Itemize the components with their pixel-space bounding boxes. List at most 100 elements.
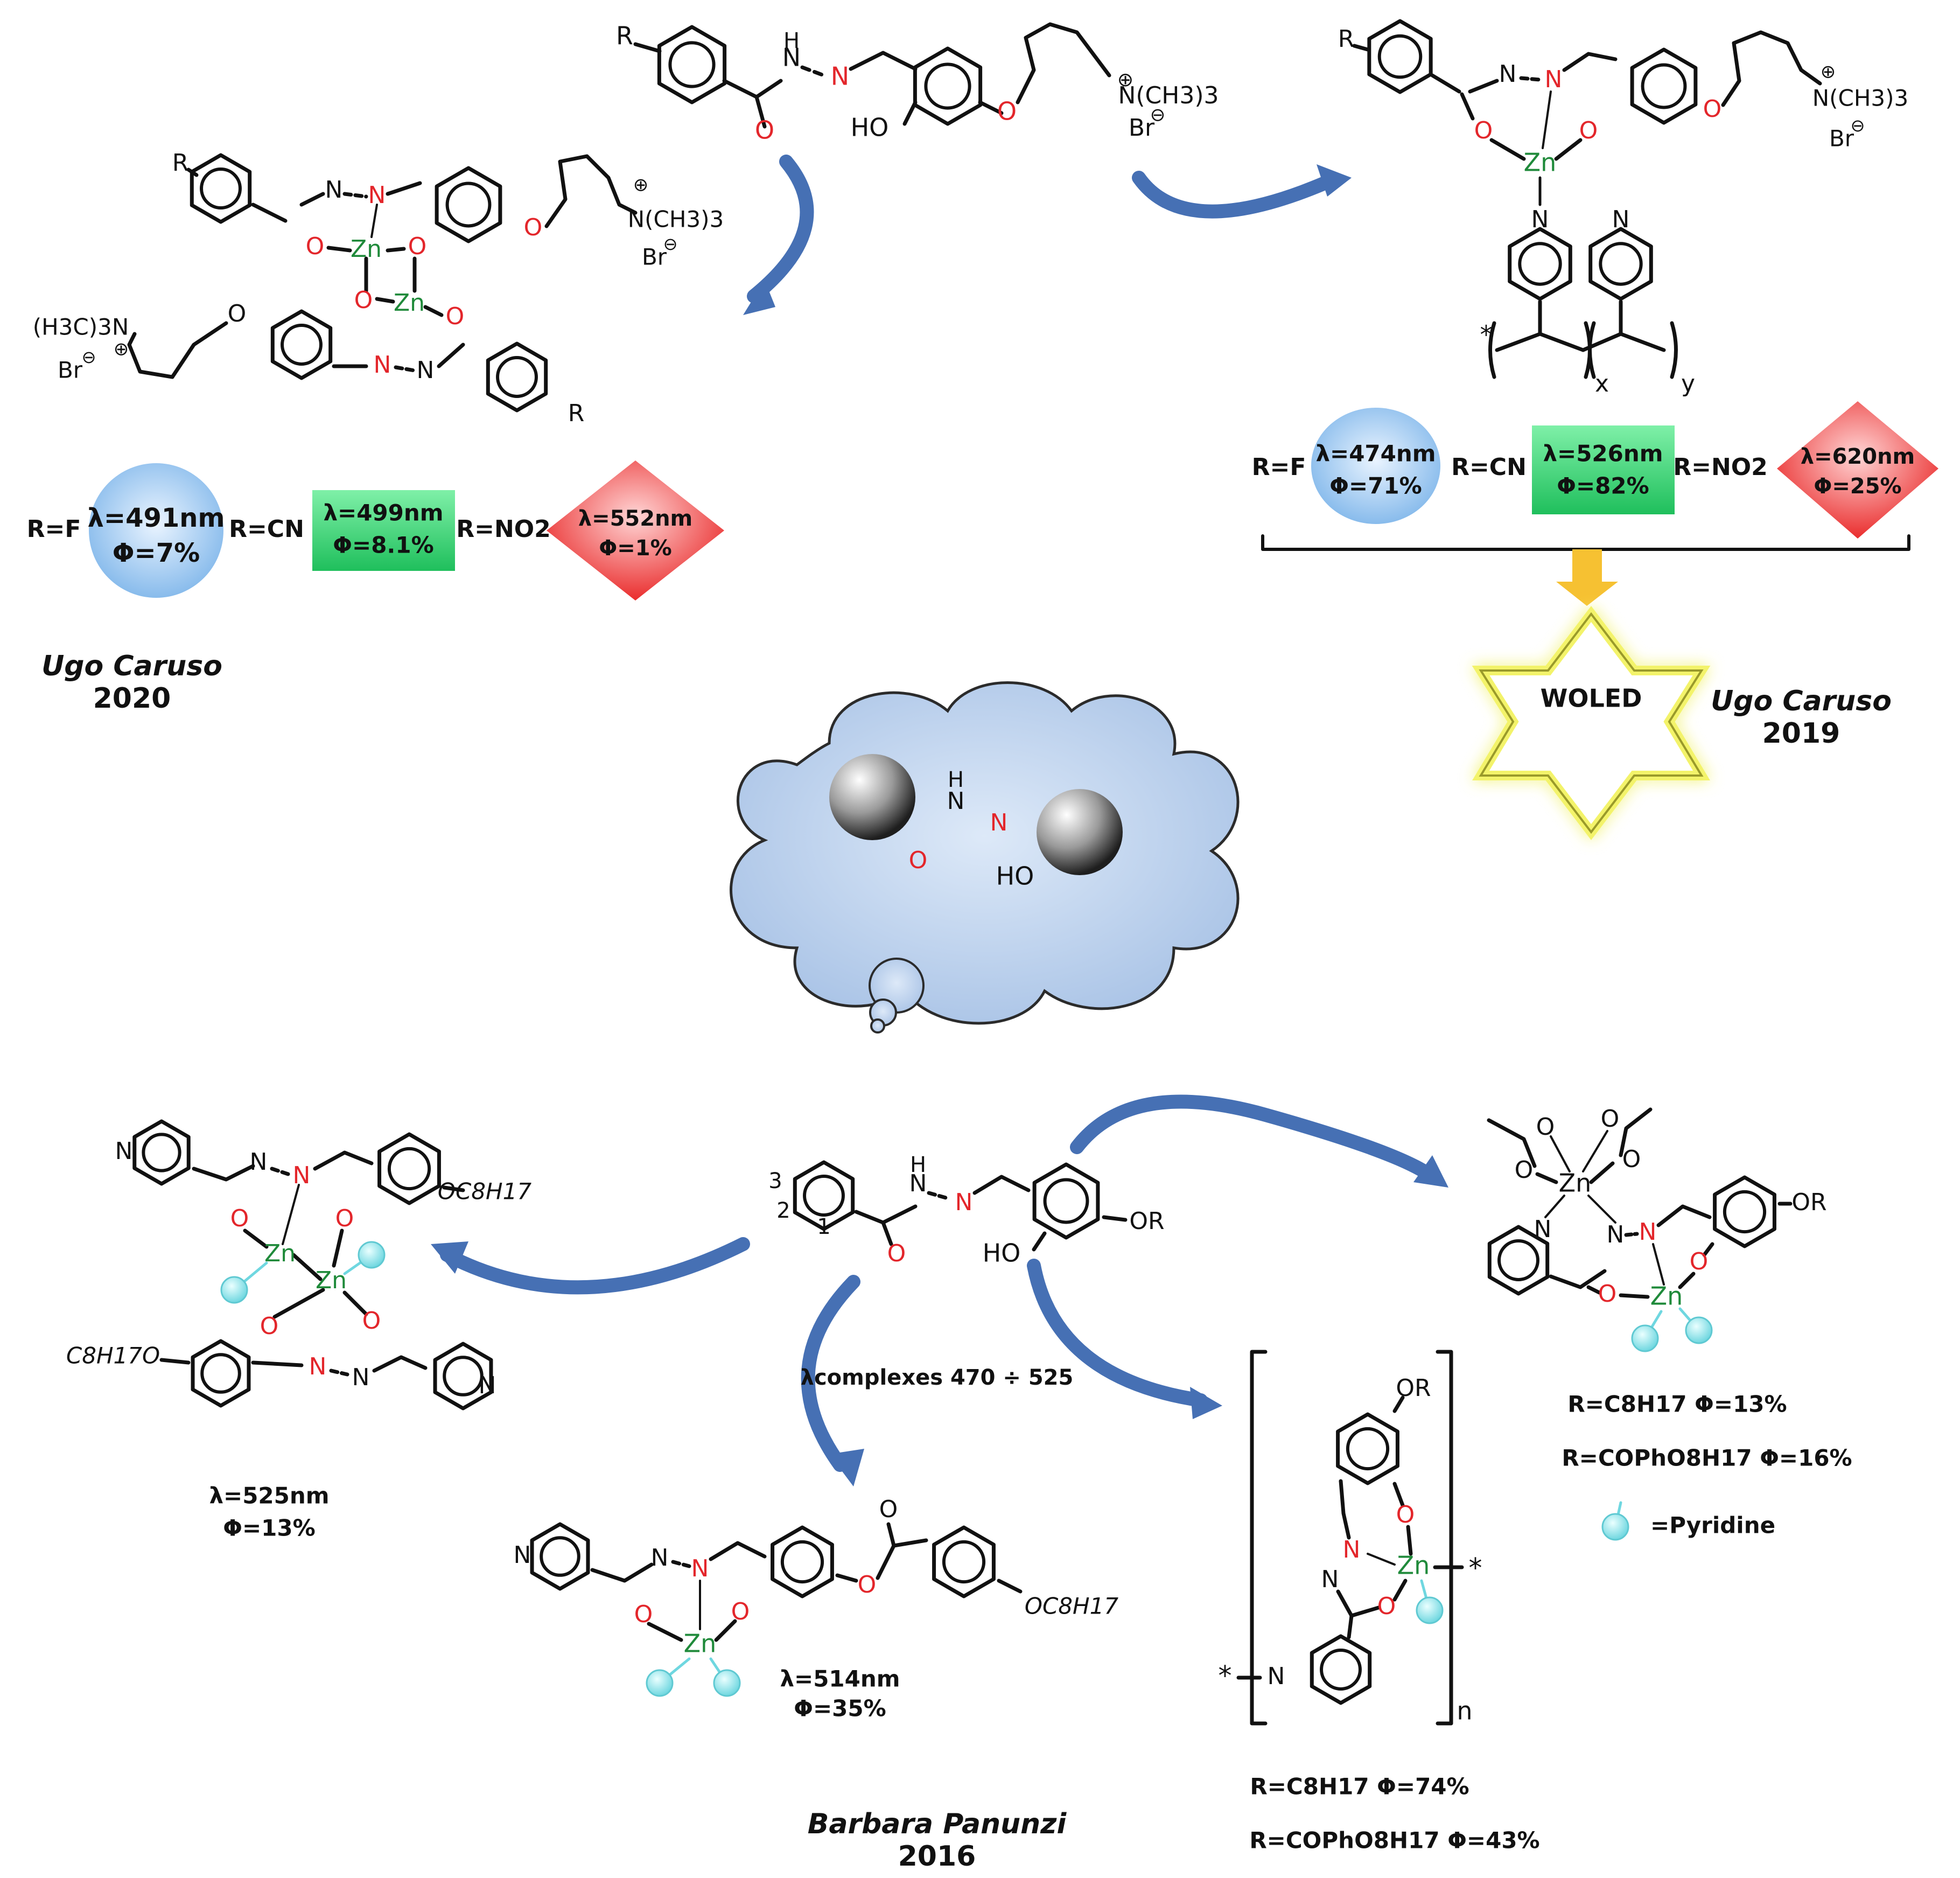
- bond: [1367, 1553, 1396, 1566]
- aromatic-circle: [1346, 1427, 1390, 1471]
- arrow-to-acetate-head: [1413, 1155, 1448, 1188]
- arrow-to-polymer: [1132, 171, 1332, 219]
- label: O: [446, 303, 465, 330]
- label: O: [260, 1312, 279, 1340]
- bond-chain: [192, 1164, 255, 1182]
- label: Br: [642, 244, 667, 270]
- bond: [342, 1290, 368, 1316]
- bond-chain: [1495, 332, 1585, 352]
- label: O: [1515, 1156, 1534, 1184]
- label: N: [374, 351, 391, 379]
- bond: [1586, 1285, 1601, 1295]
- bond-chain: [1549, 1269, 1607, 1289]
- label: N: [831, 62, 849, 91]
- bond: [332, 1228, 344, 1268]
- aromatic-circle: [200, 167, 242, 210]
- lambda-left: λ=525nm: [209, 1483, 329, 1509]
- bond-chain: [127, 321, 228, 379]
- badge-f-2019: [1311, 408, 1440, 524]
- label: N: [1607, 1221, 1625, 1248]
- woled-star-outline: [1479, 612, 1704, 834]
- label: O: [1377, 1593, 1396, 1620]
- arrow-to-chain: [1027, 1259, 1208, 1407]
- label: N: [1268, 1663, 1285, 1690]
- label: O: [1690, 1248, 1709, 1275]
- bond-chain: [1339, 1479, 1351, 1540]
- label: N: [1343, 1536, 1361, 1563]
- label: H: [783, 29, 800, 53]
- lambda-cn-2020: λ=499nm: [323, 500, 443, 526]
- phi-f-2020: Φ=7%: [113, 538, 200, 568]
- label: Zn: [264, 1240, 296, 1267]
- pyridine-legend: =Pyridine: [1650, 1512, 1775, 1539]
- lambda-f-2020: λ=491nm: [88, 503, 225, 533]
- label: N: [1531, 206, 1549, 233]
- arrow-to-left-dimer: [440, 1237, 750, 1295]
- aromatic-circle: [1320, 1649, 1362, 1691]
- label: N: [1545, 66, 1563, 93]
- phi-no2-2020: Φ=1%: [599, 536, 671, 561]
- label: N: [990, 809, 1008, 836]
- author-2019: Ugo Caruso: [1711, 685, 1892, 717]
- label: 3: [768, 1169, 782, 1193]
- label: OR: [1791, 1189, 1826, 1216]
- phi-left: Φ=13%: [223, 1515, 315, 1541]
- label: OR: [1129, 1207, 1164, 1235]
- bond: [1392, 1482, 1405, 1507]
- bracket-y-left: [1588, 321, 1596, 379]
- label: O: [1601, 1105, 1620, 1133]
- label: O: [1396, 1501, 1415, 1528]
- label: Br: [58, 357, 83, 383]
- bm-phenyl-1: [771, 1525, 834, 1598]
- label: O: [1474, 117, 1493, 144]
- bond-chain: [544, 154, 638, 228]
- bond: [1550, 1135, 1571, 1172]
- label: N: [115, 1137, 133, 1165]
- label: Zn: [1524, 148, 1557, 177]
- lambda-f-2019: λ=474nm: [1315, 441, 1436, 467]
- bond: [1347, 1614, 1354, 1639]
- arrow-to-acetate: [1070, 1094, 1439, 1184]
- bond: [1535, 1172, 1558, 1184]
- aromatic-circle: [142, 1133, 181, 1172]
- label: HO: [996, 862, 1034, 891]
- bond: [671, 1560, 691, 1568]
- label: O: [524, 214, 543, 241]
- pyridine-ball: [1631, 1324, 1659, 1352]
- bond: [1489, 138, 1526, 161]
- label: (H3C)3N: [33, 314, 129, 340]
- bl-pyridine-top: [132, 1119, 191, 1186]
- label: 2: [776, 1198, 790, 1223]
- bond-chain: [1562, 52, 1618, 72]
- aromatic-circle: [1723, 1190, 1767, 1234]
- label: ⊕: [1117, 69, 1133, 91]
- arrow-to-dimer: [747, 155, 814, 303]
- bond-chain: [849, 51, 918, 71]
- bond-chain: [709, 1541, 767, 1561]
- ligand-bottom-phenyl: [1032, 1162, 1100, 1240]
- label: N: [1534, 1216, 1552, 1243]
- bond: [1392, 1579, 1408, 1602]
- bond: [1032, 1231, 1047, 1252]
- bond: [1554, 138, 1583, 161]
- label: N: [1639, 1218, 1657, 1246]
- bond-chain: [1336, 1589, 1381, 1618]
- label: O: [408, 233, 427, 260]
- bond-chain: [1430, 73, 1461, 94]
- arrow-to-left-dimer-head: [431, 1241, 468, 1274]
- label: O: [1703, 95, 1722, 123]
- aromatic-circle: [942, 1540, 986, 1584]
- bond: [159, 1358, 191, 1365]
- label: O: [731, 1598, 750, 1625]
- r-cn-label-2019: R=CN: [1451, 453, 1527, 481]
- bond: [1102, 1215, 1128, 1222]
- label: N: [651, 1544, 669, 1572]
- sphere-left: [829, 754, 915, 840]
- label: N: [309, 1353, 327, 1380]
- lambda-cn-2019: λ=526nm: [1543, 441, 1663, 467]
- label: O: [306, 233, 325, 260]
- bond: [1392, 1395, 1405, 1413]
- label: Zn: [351, 235, 382, 263]
- bond: [1589, 1161, 1615, 1184]
